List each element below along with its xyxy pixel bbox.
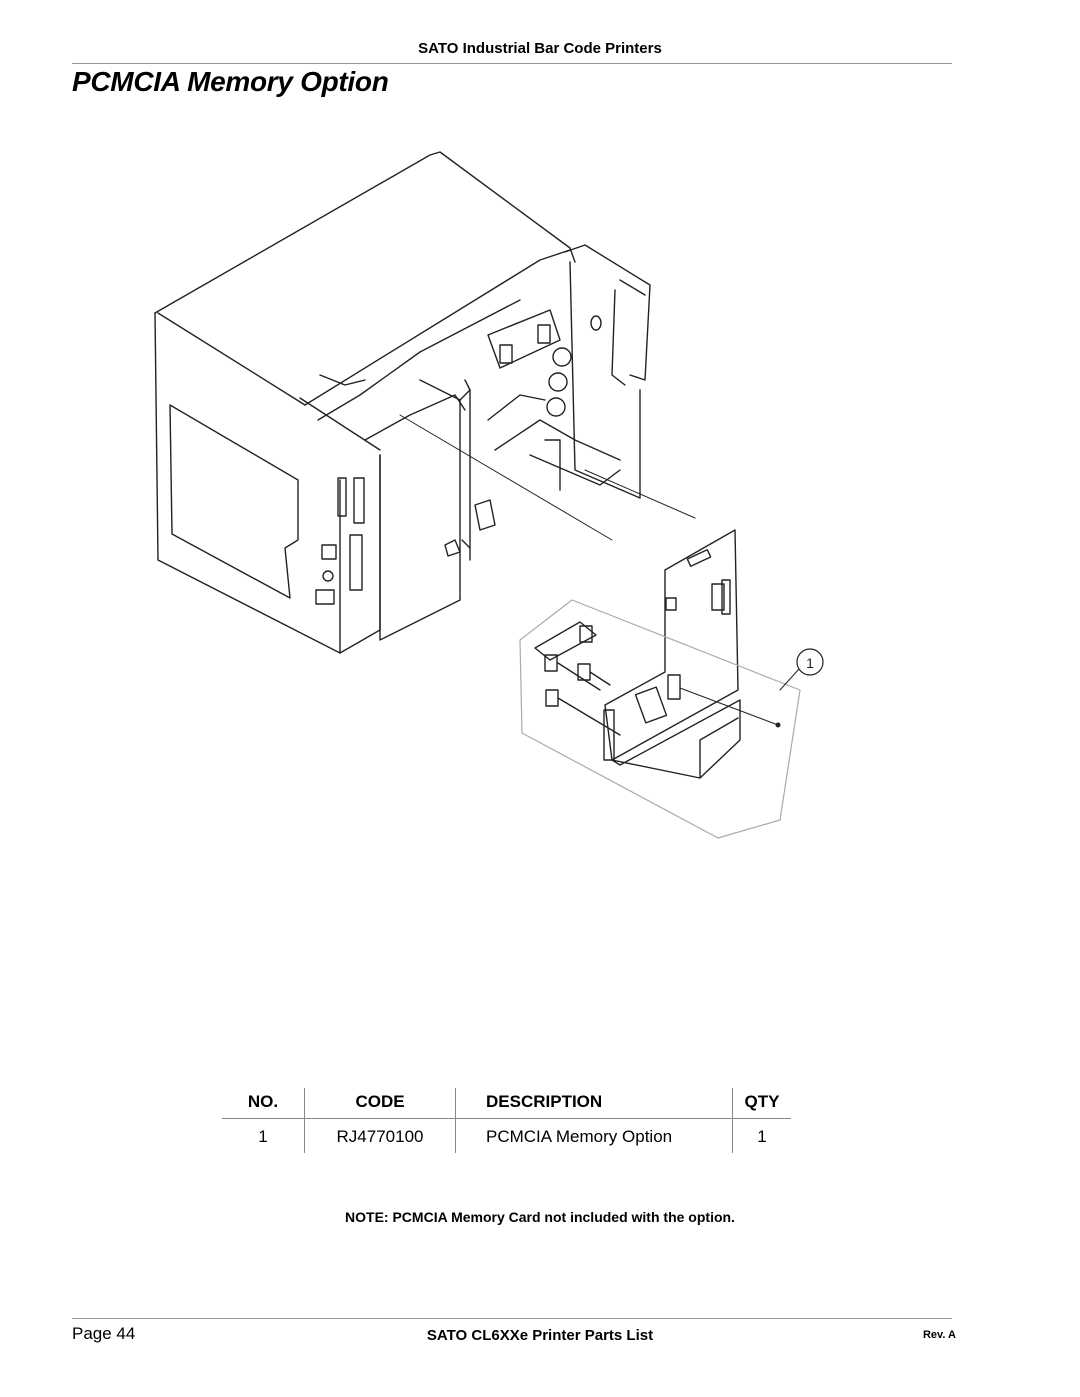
table-header-row: NO. CODE DESCRIPTION QTY xyxy=(222,1088,791,1119)
printer-housing xyxy=(154,151,696,654)
col-qty-header: QTY xyxy=(732,1088,791,1119)
callout-label: 1 xyxy=(806,655,814,671)
footer-rule xyxy=(72,1318,952,1319)
page-title: PCMCIA Memory Option xyxy=(72,66,389,97)
cell-no: 1 xyxy=(222,1118,305,1153)
exploded-parts-diagram: 1 xyxy=(154,151,824,839)
cell-description: PCMCIA Memory Option xyxy=(455,1118,733,1153)
cell-qty: 1 xyxy=(757,1127,767,1146)
col-description-header: DESCRIPTION xyxy=(455,1088,733,1119)
col-code-header: CODE xyxy=(304,1088,456,1119)
note-text: NOTE: PCMCIA Memory Card not included wi… xyxy=(345,1209,735,1225)
cell-code: RJ4770100 xyxy=(304,1118,456,1153)
footer-doc-title: SATO CL6XXe Printer Parts List xyxy=(426,1327,654,1344)
table-row: 1 RJ4770100 PCMCIA Memory Option 1 xyxy=(222,1118,791,1153)
header-rule xyxy=(72,63,952,64)
parts-table: NO. CODE DESCRIPTION QTY 1 RJ4770100 PCM… xyxy=(222,1088,791,1153)
revision-label: Rev. A xyxy=(922,1329,956,1341)
callout-1: 1 xyxy=(779,648,824,691)
page-number: Page 44 xyxy=(72,1324,136,1343)
col-no-header: NO. xyxy=(222,1088,305,1119)
pcmcia-option-board xyxy=(519,529,801,839)
running-header: SATO Industrial Bar Code Printers xyxy=(418,40,662,57)
